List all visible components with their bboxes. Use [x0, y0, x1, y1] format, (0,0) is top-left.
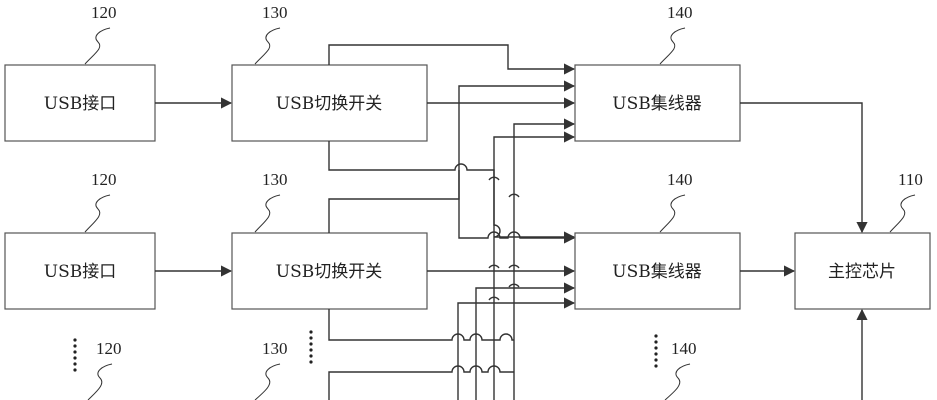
arrow-bottom-to-hub2-b — [475, 282, 576, 400]
ref-number: 110 — [898, 170, 923, 189]
hop-mark — [508, 264, 520, 269]
ref-number: 130 — [262, 339, 288, 358]
hop-mark — [488, 176, 500, 181]
ref-120-bottom: 120 — [87, 339, 122, 400]
main-chip-block: 主控芯片 — [794, 232, 931, 310]
ref-140-bottom: 140 — [664, 339, 697, 400]
ref-number: 140 — [667, 170, 693, 189]
line-switch2-bottom-route — [328, 309, 514, 341]
ref-130-top: 130 — [254, 3, 288, 65]
ref-120-middle: 120 — [84, 170, 117, 233]
arrow-switch-bottom-to-hub1-a — [493, 131, 576, 400]
usb-port-label: USB接口 — [44, 94, 116, 114]
line-switch3-route — [328, 365, 514, 400]
ref-110: 110 — [889, 170, 923, 233]
ref-number: 120 — [91, 170, 117, 189]
arrow-bottom-to-hub2-a — [457, 297, 576, 400]
arrow-hub1-to-chip — [740, 102, 868, 234]
usb-port-block-2: USB接口 — [4, 232, 156, 310]
continuation-dots-col3 — [654, 334, 658, 368]
usb-hub-block-1: USB集线器 — [574, 64, 741, 142]
ref-number: 120 — [96, 339, 122, 358]
arrow-switch1-down-to-hub2 — [328, 141, 576, 243]
ref-number: 130 — [262, 3, 288, 22]
arrow-switch1-top-to-hub1 — [328, 44, 576, 75]
arrow-switch-bottom-to-hub1-b — [513, 118, 576, 400]
ref-140-middle: 140 — [659, 170, 693, 233]
ref-number: 140 — [667, 3, 693, 22]
hop-mark — [508, 283, 520, 288]
usb-switch-block-1: USB切换开关 — [231, 64, 428, 142]
hop-mark — [488, 264, 500, 269]
main-chip-label: 主控芯片 — [828, 262, 896, 282]
ref-130-middle: 130 — [254, 170, 288, 233]
continuation-dots-col1 — [73, 338, 77, 372]
ref-number: 140 — [671, 339, 697, 358]
ref-number: 120 — [91, 3, 117, 22]
hop-mark — [508, 193, 520, 198]
usb-switch-block-2: USB切换开关 — [231, 232, 428, 310]
ref-140-top: 140 — [659, 3, 693, 65]
usb-hub-label: USB集线器 — [612, 262, 701, 282]
arrow-switch1-down-b-to-hub2 — [458, 170, 576, 244]
usb-switch-label: USB切换开关 — [276, 94, 382, 114]
ref-120-top: 120 — [84, 3, 117, 65]
usb-port-block-1: USB接口 — [4, 64, 156, 142]
continuation-dots-col2 — [309, 330, 313, 364]
usb-hub-label: USB集线器 — [612, 94, 701, 114]
hop-mark — [488, 296, 500, 301]
usb-switch-label: USB切换开关 — [276, 262, 382, 282]
usb-hub-block-2: USB集线器 — [574, 232, 741, 310]
ref-number: 130 — [262, 170, 288, 189]
usb-port-label: USB接口 — [44, 262, 116, 282]
ref-130-bottom: 130 — [254, 339, 288, 400]
